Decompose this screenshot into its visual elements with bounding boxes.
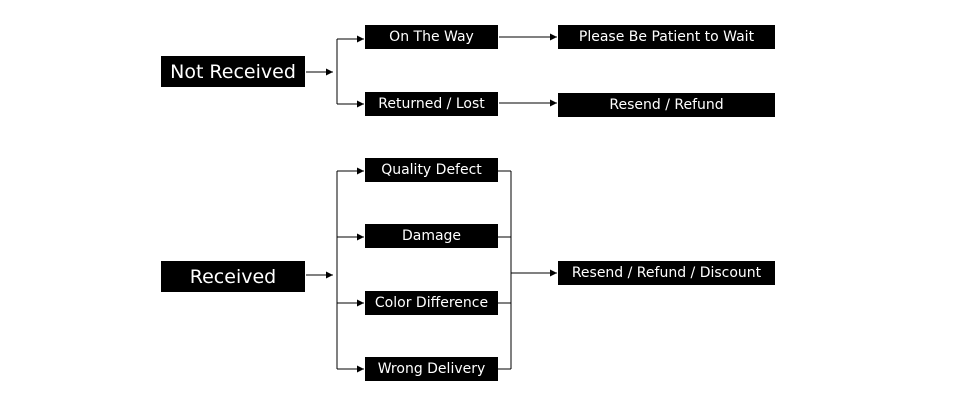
node-quality-defect: Quality Defect <box>365 158 498 182</box>
node-resend-refund-discount: Resend / Refund / Discount <box>558 261 775 285</box>
node-on-the-way: On The Way <box>365 25 498 49</box>
node-resend-refund: Resend / Refund <box>558 93 775 117</box>
node-please-be-patient-to-wait: Please Be Patient to Wait <box>558 25 775 49</box>
node-returned-lost: Returned / Lost <box>365 92 498 116</box>
node-not-received: Not Received <box>161 56 305 87</box>
node-wrong-delivery: Wrong Delivery <box>365 357 498 381</box>
node-damage: Damage <box>365 224 498 248</box>
node-received: Received <box>161 261 305 292</box>
node-color-difference: Color Difference <box>365 291 498 315</box>
